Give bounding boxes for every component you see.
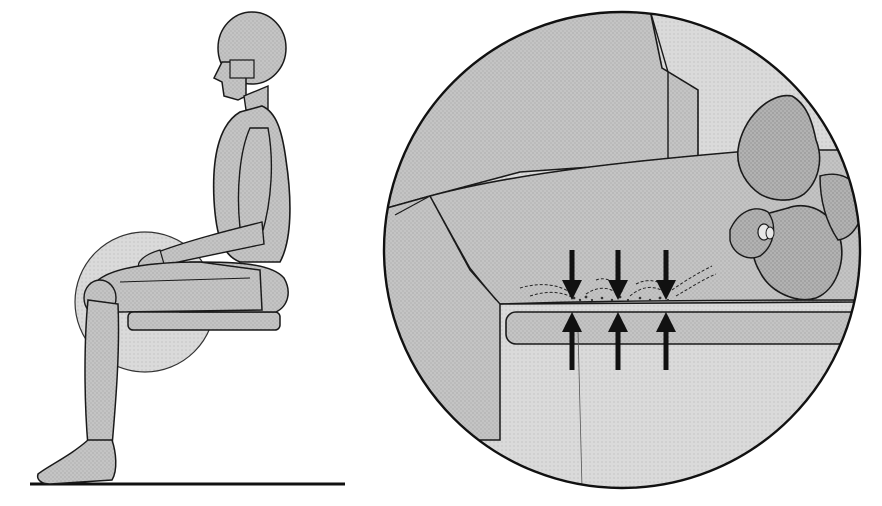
head xyxy=(212,11,287,101)
seat-pan xyxy=(127,311,281,331)
seat-cushion xyxy=(505,311,860,345)
thigh xyxy=(93,261,263,313)
seated-figure-panel xyxy=(30,11,345,486)
thigh-tissue xyxy=(384,149,860,305)
load-arrows-down xyxy=(562,250,676,300)
magnifier-outline xyxy=(382,10,862,490)
magnified-detail-panel xyxy=(382,10,862,490)
lower-leg xyxy=(84,299,120,447)
contact-surface xyxy=(499,299,860,305)
reaction-arrows-up xyxy=(562,312,676,370)
foot xyxy=(36,439,117,485)
